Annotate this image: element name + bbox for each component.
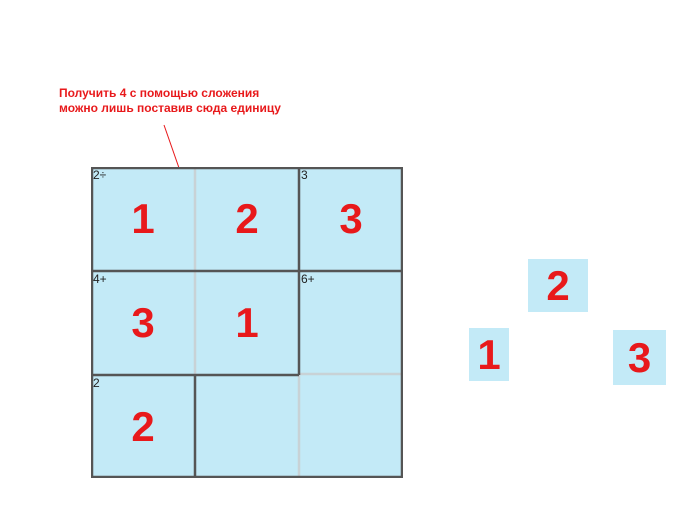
cell-r1-c1[interactable]: 2÷ 1 xyxy=(91,167,195,271)
hint-line-1: Получить 4 с помощью сложения xyxy=(59,86,260,100)
cell-r2-c3[interactable]: 6+ xyxy=(299,271,403,375)
cell-value: 2 xyxy=(235,195,259,242)
cage-label: 6+ xyxy=(301,272,315,286)
number-tile-1[interactable]: 1 xyxy=(469,328,509,381)
cage-borders xyxy=(91,167,403,478)
cell-value: 1 xyxy=(131,195,155,242)
board-frame xyxy=(91,167,403,478)
cage-label: 4+ xyxy=(93,272,107,286)
kenken-board: 2÷ 1 2 3 3 4+ 3 1 6+ 2 2 xyxy=(91,167,403,478)
cell-value: 3 xyxy=(339,195,363,242)
cage-label: 2÷ xyxy=(93,168,107,182)
hint-line-2: можно лишь поставив сюда единицу xyxy=(59,101,281,115)
cell-r2-c2[interactable]: 1 xyxy=(195,271,299,375)
hint-annotation: Получить 4 с помощью сложения можно лишь… xyxy=(59,86,281,116)
cell-value: 2 xyxy=(131,403,155,450)
cage-label: 3 xyxy=(301,168,308,182)
cell-r1-c3[interactable]: 3 3 xyxy=(299,167,403,271)
cell-r2-c1[interactable]: 4+ 3 xyxy=(91,271,195,375)
number-tile-3[interactable]: 3 xyxy=(613,330,666,385)
cell-r1-c2[interactable]: 2 xyxy=(195,167,299,271)
cell-value: 3 xyxy=(131,299,155,346)
cell-r3-c1[interactable]: 2 2 xyxy=(91,375,195,479)
cell-value: 1 xyxy=(235,299,259,346)
number-tile-2[interactable]: 2 xyxy=(528,259,588,312)
cage-label: 2 xyxy=(93,376,100,390)
